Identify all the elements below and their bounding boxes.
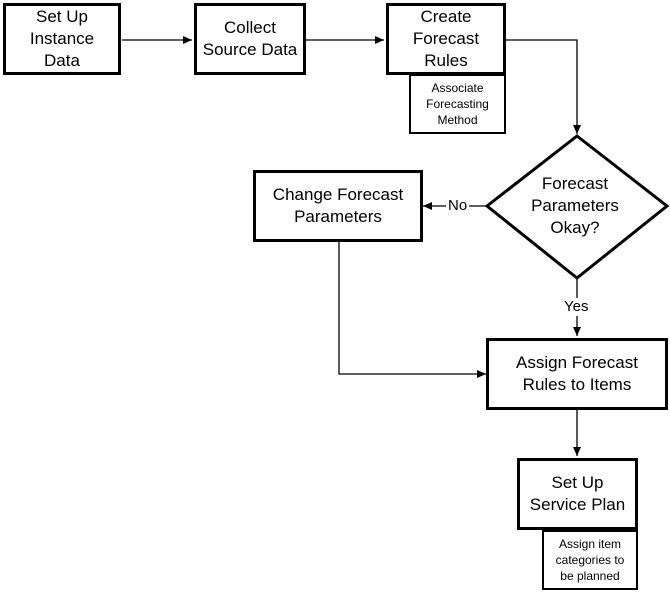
node-line: Data: [44, 51, 80, 70]
node-line: Okay?: [550, 218, 600, 237]
node-line: Associate: [431, 81, 484, 95]
node-line: Parameters: [531, 196, 619, 215]
node-line: Source Data: [202, 40, 298, 59]
edge-change-to-assign: [338, 241, 486, 378]
node-collect-source-data: Collect Source Data: [194, 3, 306, 75]
node-line: Method: [437, 113, 478, 127]
node-line: Forecast: [412, 29, 480, 48]
node-line: Set Up: [36, 7, 88, 26]
node-line: Instance: [29, 29, 95, 48]
node-line: Service Plan: [529, 495, 626, 514]
node-line: Create: [420, 7, 472, 26]
node-line: Set Up: [551, 473, 604, 492]
node-line: be planned: [560, 569, 620, 583]
node-assign-forecast-rules: Assign Forecast Rules to Items: [486, 338, 668, 410]
node-line: Assign item: [558, 537, 622, 551]
node-setup-service-plan: Set Up Service Plan: [517, 458, 638, 530]
node-line: Change Forecast: [272, 185, 404, 204]
node-forecast-parameters-okay: Forecast Parameters Okay?: [500, 172, 650, 240]
node-line: Rules: [424, 51, 468, 70]
node-change-forecast-parameters: Change Forecast Parameters: [253, 170, 423, 242]
node-line: Forecast: [541, 174, 609, 193]
node-line: Forecasting: [426, 97, 489, 111]
node-line: Rules to Items: [522, 375, 632, 394]
edge-label-yes: Yes: [562, 298, 591, 316]
node-line: Collect: [224, 18, 276, 37]
decision-diamond: [484, 134, 670, 280]
edge-create-to-decision: [505, 39, 581, 134]
node-assign-item-categories: Assign item categories to be planned: [542, 530, 638, 590]
node-create-forecast-rules: Create Forecast Rules: [386, 3, 506, 75]
node-setup-instance-data: Set Up Instance Data: [3, 3, 121, 75]
node-line: categories to: [555, 553, 625, 567]
edge-label-no: No: [446, 197, 470, 215]
node-associate-forecasting-method: Associate Forecasting Method: [409, 74, 506, 134]
node-line: Assign Forecast: [516, 353, 638, 372]
node-line: Parameters: [294, 207, 382, 226]
